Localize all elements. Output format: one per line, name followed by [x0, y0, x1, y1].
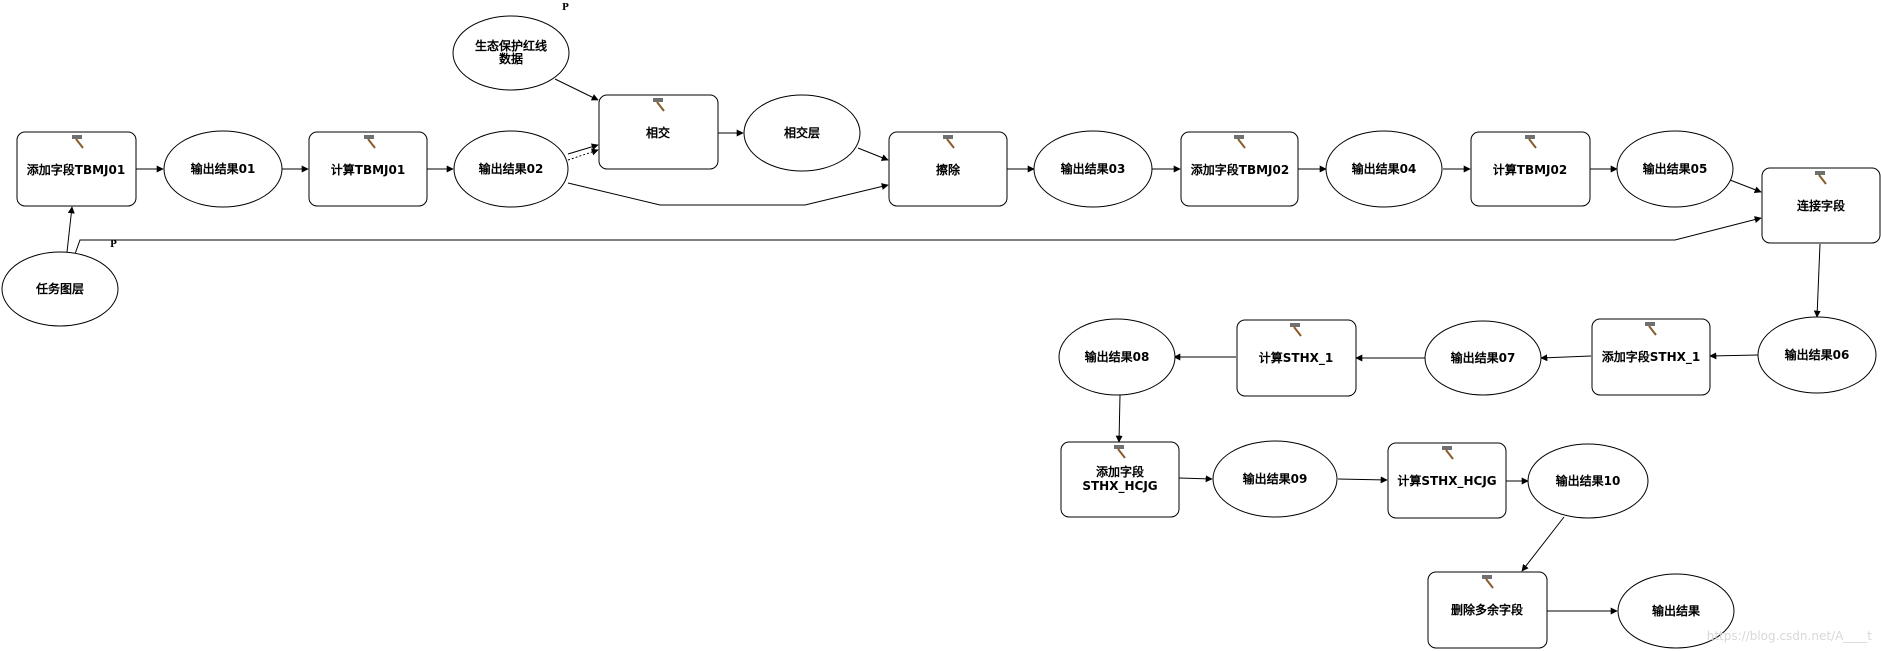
output-03[interactable]: 输出结果03: [1033, 130, 1153, 208]
hammer-icon: [1525, 135, 1537, 149]
input-label: 任务图层: [35, 281, 84, 296]
edge-add-sthx1-out07: [1540, 354, 1592, 362]
hammer-icon: [1645, 322, 1657, 336]
edge-out09-calc-hcjg: [1337, 476, 1388, 484]
input-task-layer[interactable]: 任务图层: [1, 251, 119, 327]
edge-out06-add-sthx1: [1709, 352, 1759, 360]
hammer-icon: [1442, 446, 1454, 460]
connectors: [66, 78, 1821, 615]
hammer-icon: [653, 98, 665, 112]
tool-label-line1: 添加字段: [1096, 464, 1145, 479]
edge-out02-intersect-b: [567, 148, 599, 161]
edge-out10-delete: [1521, 516, 1565, 572]
tool-erase[interactable]: 擦除: [888, 131, 1008, 207]
output-02[interactable]: 输出结果02: [453, 130, 569, 208]
tool-label-line2: STHX_HCJG: [1082, 479, 1157, 494]
edge-task-join: [74, 216, 1762, 255]
tool-add-field-sthx1[interactable]: 添加字段STHX_1: [1591, 318, 1711, 396]
tool-label: 计算TBMJ02: [1493, 162, 1567, 177]
tool-add-field-tbmj01[interactable]: 添加字段TBMJ01: [16, 131, 137, 207]
edge-out05-join: [1729, 179, 1762, 193]
output-10[interactable]: 输出结果10: [1527, 443, 1649, 519]
output-label: 输出结果02: [479, 161, 544, 176]
tool-label: 添加字段TBMJ01: [27, 162, 125, 177]
tool-label: 相交: [646, 125, 670, 140]
hammer-icon: [1815, 171, 1827, 185]
tool-add-field-tbmj02[interactable]: 添加字段TBMJ02: [1180, 131, 1299, 207]
output-label: 输出结果07: [1451, 350, 1516, 365]
edge-task-add01: [66, 206, 75, 253]
output-label: 输出结果04: [1352, 161, 1417, 176]
tool-calc-tbmj02[interactable]: 计算TBMJ02: [1470, 131, 1591, 207]
hammer-icon: [1234, 135, 1246, 149]
input-label-line1: 生态保护红线: [475, 38, 547, 53]
output-label: 输出结果: [1652, 603, 1700, 618]
output-label: 输出结果08: [1085, 349, 1150, 364]
output-09[interactable]: 输出结果09: [1212, 440, 1338, 518]
output-01[interactable]: 输出结果01: [163, 130, 283, 208]
output-label: 输出结果03: [1061, 161, 1126, 176]
edge-layer-erase: [857, 147, 889, 161]
hammer-icon: [72, 135, 84, 149]
tool-join-field[interactable]: 连接字段: [1761, 167, 1881, 244]
tool-calc-tbmj01[interactable]: 计算TBMJ01: [308, 131, 428, 207]
edge-out08-add-hcjg: [1115, 394, 1123, 443]
edge-out02-intersect-a: [567, 143, 599, 155]
edge-eco-intersect: [554, 78, 599, 101]
input-label-line2: 数据: [499, 51, 523, 66]
hammer-icon: [364, 135, 376, 149]
tool-intersect[interactable]: 相交: [598, 94, 719, 170]
output-label: 输出结果06: [1785, 347, 1850, 362]
param-tag-eco: P: [562, 3, 569, 13]
hammer-icon: [1290, 323, 1302, 337]
watermark: https://blog.csdn.net/A____t: [1707, 629, 1873, 643]
tool-label: 计算TBMJ01: [331, 162, 405, 177]
tool-calc-sthx-hcjg[interactable]: 计算STHX_HCJG: [1387, 442, 1507, 519]
tool-label: 添加字段STHX_1: [1602, 349, 1700, 365]
tool-label: 擦除: [936, 162, 961, 177]
output-08[interactable]: 输出结果08: [1058, 318, 1176, 396]
output-04[interactable]: 输出结果04: [1325, 130, 1443, 208]
param-tag-task: P: [110, 240, 117, 250]
hammer-icon: [1114, 445, 1126, 459]
hammer-icon: [943, 135, 955, 149]
output-label: 输出结果01: [191, 161, 256, 176]
edge-join-out06: [1813, 243, 1821, 318]
edge-add-hcjg-out09: [1178, 475, 1213, 483]
input-eco-redline-data[interactable]: 生态保护红线 数据: [452, 15, 570, 91]
tool-calc-sthx1[interactable]: 计算STHX_1: [1236, 319, 1357, 397]
tool-label: 删除多余字段: [1451, 602, 1524, 617]
output-label: 输出结果10: [1556, 473, 1621, 488]
output-05[interactable]: 输出结果05: [1616, 130, 1734, 208]
output-final[interactable]: 输出结果: [1617, 573, 1735, 649]
output-intersect-layer[interactable]: 相交层: [743, 94, 861, 172]
tool-label: 计算STHX_HCJG: [1397, 473, 1496, 489]
output-07[interactable]: 输出结果07: [1424, 320, 1542, 396]
output-label: 相交层: [784, 125, 820, 140]
output-label: 输出结果09: [1243, 471, 1308, 486]
output-label: 输出结果05: [1643, 161, 1708, 176]
tool-label: 添加字段TBMJ02: [1191, 162, 1289, 177]
tool-delete-extra-fields[interactable]: 删除多余字段: [1427, 571, 1548, 649]
hammer-icon: [1482, 575, 1494, 589]
output-06[interactable]: 输出结果06: [1757, 316, 1877, 394]
tool-add-field-sthx-hcjg[interactable]: 添加字段 STHX_HCJG: [1060, 441, 1180, 518]
tool-label: 计算STHX_1: [1259, 350, 1333, 366]
edge-out02-erase: [567, 182, 889, 206]
tool-label: 连接字段: [1797, 198, 1846, 213]
